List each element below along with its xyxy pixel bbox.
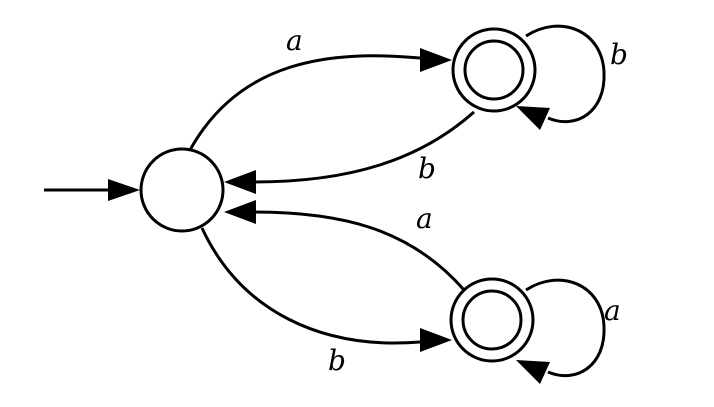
- transition-q1-q1: b: [516, 24, 628, 130]
- state-q2-accepting: [449, 277, 535, 363]
- transition-q0-q2: b: [200, 227, 452, 377]
- transition-label-q0-q2: b: [328, 344, 346, 377]
- transition-label-q2-q2: a: [604, 294, 621, 327]
- state-q1-accepting: [451, 27, 537, 113]
- transition-label-q2-q0: a: [416, 202, 433, 235]
- transition-q2-q2: a: [516, 278, 621, 384]
- start-arrow: [44, 179, 140, 201]
- transition-label-q0-q1: a: [286, 24, 303, 57]
- state-q0: [139, 147, 225, 233]
- transition-q0-q1: a: [188, 24, 452, 151]
- transition-label-q1-q0: b: [418, 152, 436, 185]
- transition-label-q1-q1: b: [610, 38, 628, 71]
- transition-q2-q0: a: [224, 200, 466, 291]
- transition-q1-q0: b: [224, 110, 475, 194]
